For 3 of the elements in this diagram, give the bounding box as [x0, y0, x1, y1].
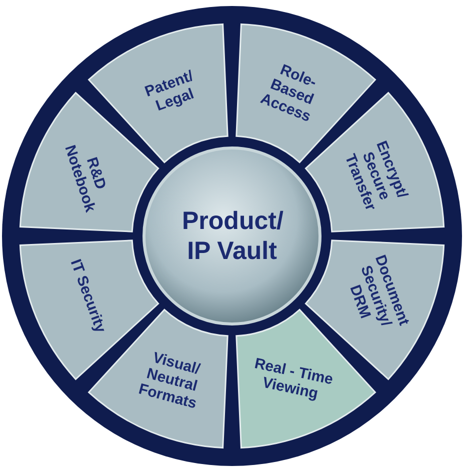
- segment-label: Real - Time Viewing: [252, 354, 336, 405]
- center-label: Product/ IP Vault: [182, 206, 282, 266]
- segment-label: Visual/ Neutral Formats: [136, 348, 204, 414]
